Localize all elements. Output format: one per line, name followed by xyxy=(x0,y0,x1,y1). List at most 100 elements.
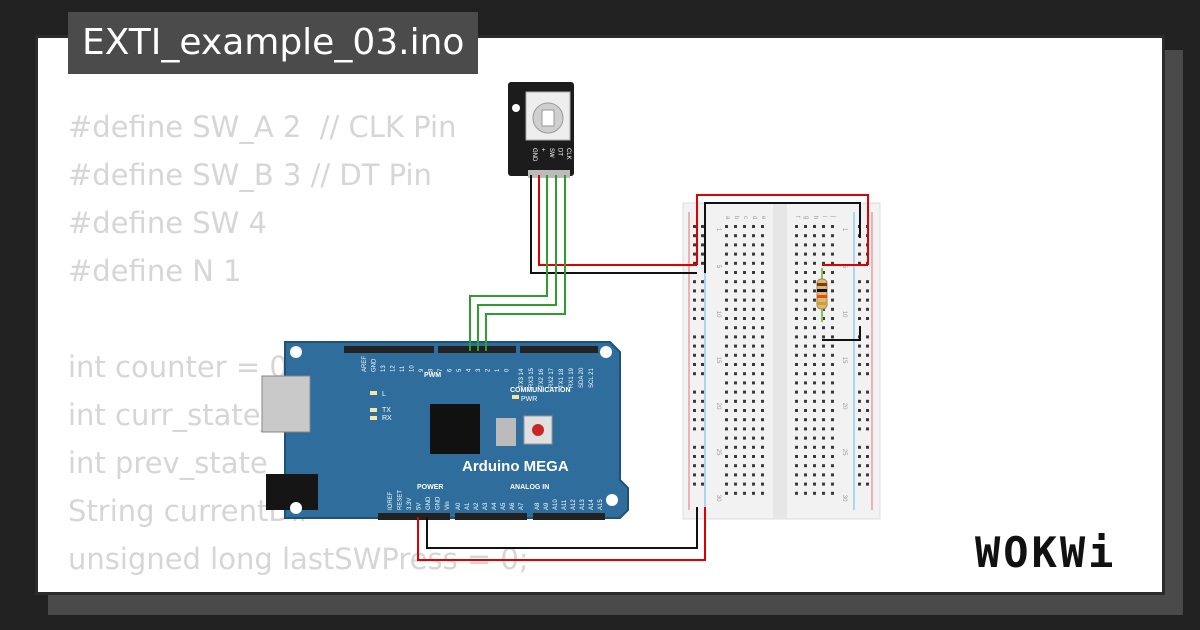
pin-label: 6 xyxy=(448,368,454,372)
breadboard-hole xyxy=(761,482,764,486)
breadboard-hole xyxy=(734,243,737,247)
breadboard-hole xyxy=(725,464,728,468)
breadboard-hole xyxy=(752,252,755,256)
breadboard-hole xyxy=(734,252,737,256)
breadboard-hole xyxy=(743,280,746,284)
row-number: 1 xyxy=(841,228,847,232)
breadboard-hole xyxy=(795,409,798,412)
breadboard-hole xyxy=(701,243,704,247)
wire-dt xyxy=(477,175,557,351)
breadboard-hole xyxy=(822,399,825,403)
breadboard-hole xyxy=(858,363,861,366)
column-letter: h xyxy=(812,216,818,219)
breadboard-hole xyxy=(795,298,798,302)
breadboard-hole xyxy=(813,317,816,320)
breadboard-hole xyxy=(752,243,755,247)
breadboard-hole xyxy=(858,261,861,265)
pin-label: A12 xyxy=(571,499,577,510)
led-l-label: L xyxy=(382,391,386,398)
breadboard-hole xyxy=(752,326,755,330)
breadboard-hole xyxy=(693,234,696,238)
row-number: 15 xyxy=(841,357,847,364)
breadboard-hole xyxy=(734,455,737,458)
breadboard-hole xyxy=(813,344,816,348)
breadboard-hole xyxy=(761,399,764,403)
breadboard-hole xyxy=(761,271,764,274)
breadboard-hole xyxy=(804,427,807,431)
breadboard-hole xyxy=(761,363,764,366)
breadboard-hole xyxy=(693,399,696,403)
breadboard-hole xyxy=(804,399,807,403)
breadboard-hole xyxy=(866,307,869,311)
breadboard-hole xyxy=(795,289,798,293)
led-tx-label: TX xyxy=(382,407,391,414)
breadboard-hole xyxy=(743,409,746,412)
pin-label: SDA 20 xyxy=(579,367,585,388)
breadboard-hole xyxy=(743,353,746,357)
breadboard-hole xyxy=(813,409,816,412)
pin-label: A9 xyxy=(544,502,550,510)
breadboard-hole xyxy=(813,363,816,366)
breadboard-hole xyxy=(693,427,696,431)
breadboard-hole xyxy=(795,252,798,256)
breadboard-hole xyxy=(743,418,746,422)
breadboard-hole xyxy=(761,261,764,265)
breadboard-hole xyxy=(725,225,728,228)
reset-button-cap[interactable] xyxy=(532,424,544,436)
breadboard-hole xyxy=(734,372,737,376)
breadboard-hole xyxy=(822,353,825,357)
breadboard-hole xyxy=(743,225,746,228)
breadboard-hole xyxy=(743,317,746,320)
arduino-mega-board[interactable]: Arduino MEGA PWM COMMUNICATION POWER ANA… xyxy=(261,341,629,520)
breadboard-hole xyxy=(866,418,869,422)
breadboard-hole xyxy=(761,252,764,256)
breadboard-hole xyxy=(752,261,755,265)
pin-label: GND xyxy=(372,358,378,372)
breadboard-hole xyxy=(693,418,696,422)
breadboard-hole xyxy=(743,381,746,385)
resistor[interactable] xyxy=(816,268,828,322)
pin-label: 4 xyxy=(467,368,473,372)
breadboard-hole xyxy=(804,243,807,247)
breadboard-hole xyxy=(701,317,704,320)
breadboard-hole xyxy=(761,381,764,385)
breadboard-hole xyxy=(831,445,834,449)
breadboard-hole xyxy=(761,326,764,330)
breadboard-hole xyxy=(725,344,728,348)
breadboard-hole xyxy=(822,317,825,320)
breadboard-hole xyxy=(795,234,798,238)
encoder-pin-label: SW xyxy=(548,148,554,158)
pin-label: 8 xyxy=(429,368,435,372)
pin-label: Vin xyxy=(445,501,451,510)
pin-label: A4 xyxy=(492,502,498,510)
pin-label: GND xyxy=(426,496,432,510)
column-letter: a xyxy=(724,216,730,220)
breadboard-hole xyxy=(725,271,728,274)
pin-label: RX2 17 xyxy=(549,367,555,388)
breadboard-hole xyxy=(822,234,825,238)
breadboard-hole xyxy=(795,381,798,385)
breadboard-hole xyxy=(693,280,696,284)
breadboard-hole xyxy=(866,409,869,412)
breadboard-hole xyxy=(822,436,825,440)
pin-label: 3.3V xyxy=(407,498,413,510)
breadboard-hole xyxy=(866,353,869,357)
breadboard-hole xyxy=(752,271,755,274)
breadboard-hole xyxy=(804,381,807,385)
breadboard-hole xyxy=(725,445,728,449)
breadboard-hole xyxy=(743,427,746,431)
breadboard-hole xyxy=(734,335,737,339)
breadboard-hole xyxy=(743,252,746,256)
breadboard-hole xyxy=(795,261,798,265)
breadboard-hole xyxy=(822,381,825,385)
pin-label: RX1 19 xyxy=(569,367,575,388)
breadboard-hole xyxy=(701,353,704,357)
breadboard-hole xyxy=(822,418,825,422)
breadboard-hole xyxy=(701,307,704,311)
breadboard-hole xyxy=(795,307,798,311)
breadboard-hole xyxy=(795,353,798,357)
breadboard-hole xyxy=(804,234,807,238)
